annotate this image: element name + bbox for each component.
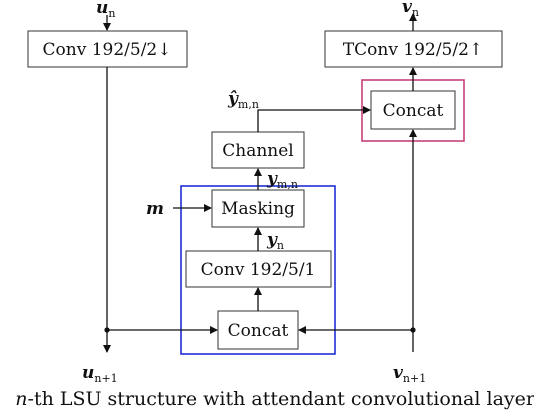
conv-down-label: Conv 192/5/2↓ [43, 40, 172, 60]
tconv-up-label: TConv 192/5/2↑ [343, 40, 483, 60]
concat-bottom-label: Concat [228, 321, 289, 341]
label-y-n: yn [266, 230, 284, 252]
label-v-next: vn+1 [393, 363, 426, 385]
junction-dot-right [410, 327, 416, 333]
label-v-n: vn [402, 0, 419, 19]
label-m: m [146, 199, 164, 219]
masking-block [211, 189, 305, 228]
conv-mid-block [185, 250, 332, 288]
conv-mid-label: Conv 192/5/1 [201, 260, 316, 280]
connections [103, 13, 417, 353]
concat-top-label: Concat [383, 101, 444, 121]
junction-dot-left [104, 327, 110, 333]
arrow-channel-to-concat [257, 106, 371, 132]
label-u-next: un+1 [82, 363, 118, 385]
label-u-n: un [96, 0, 115, 20]
caption-prefix: n [15, 388, 28, 410]
conv-down-block [27, 30, 188, 68]
channel-block [211, 131, 305, 169]
caption-text: -th LSU structure with attendant convolu… [27, 388, 534, 410]
figure-caption: n-th LSU structure with attendant convol… [0, 388, 534, 410]
channel-label: Channel [222, 141, 294, 161]
concat-top-block [370, 90, 456, 130]
label-y-m: ym,n [266, 169, 298, 191]
label-y-hat: ŷm,n [227, 89, 259, 111]
concat-bottom-block [217, 310, 299, 350]
masking-label: Masking [221, 199, 295, 219]
